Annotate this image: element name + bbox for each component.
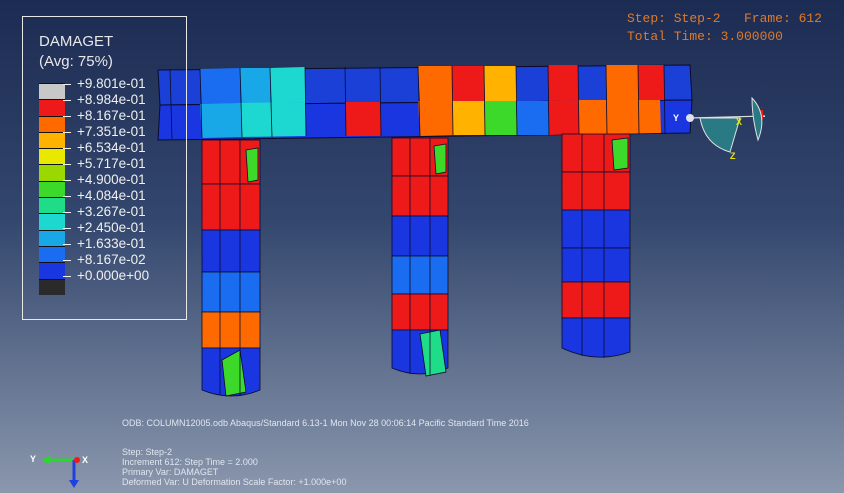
odb-info: ODB: COLUMN12005.odb Abaqus/Standard 6.1… — [122, 418, 529, 428]
step-frame-line: Step: Step-2 Frame: 612 — [626, 11, 822, 26]
legend-swatch — [39, 213, 65, 230]
legend-tick: +9.801e-01 — [63, 77, 146, 91]
beam-patch — [606, 65, 639, 100]
legend-tick: +1.633e-01 — [63, 237, 146, 251]
primary-var-label: Primary Var: DAMAGET — [122, 467, 219, 477]
legend-tick: +5.717e-01 — [63, 157, 146, 171]
beam-patch — [578, 100, 607, 134]
legend-title: DAMAGET — [39, 33, 114, 50]
triad-y-label: Y — [30, 454, 37, 464]
legend-swatch — [39, 278, 65, 295]
legend-swatch — [39, 99, 65, 116]
legend-tick: +2.450e-01 — [63, 221, 146, 235]
beam-patch — [200, 103, 242, 138]
coordinate-triad — [42, 455, 80, 488]
legend-swatch — [39, 83, 65, 100]
legend-swatch — [39, 197, 65, 214]
beam-patch — [345, 102, 381, 136]
legend-swatch — [39, 131, 65, 149]
beam-patch — [548, 65, 579, 101]
beam-patch — [516, 101, 549, 135]
legend-tick: +4.900e-01 — [63, 173, 146, 187]
legend-tick: +8.167e-02 — [63, 253, 146, 267]
legend-tick: +4.084e-01 — [63, 189, 146, 203]
triad-x-label: X — [82, 455, 89, 465]
legend-swatch — [39, 229, 65, 246]
legend-swatch — [39, 262, 65, 279]
legend-swatches — [39, 83, 65, 295]
beam-patch — [418, 101, 453, 136]
beam-patch — [606, 100, 661, 134]
legend-swatch — [39, 115, 65, 132]
legend-tick: +3.267e-01 — [63, 205, 146, 219]
legend-subtitle: (Avg: 75%) — [39, 53, 113, 70]
beam-patch — [452, 66, 485, 101]
beam-patch — [240, 68, 272, 103]
increment-label: Increment 612: Step Time = 2.000 — [122, 457, 258, 467]
step-label: Step: Step-2 — [122, 447, 173, 457]
legend-swatch — [39, 245, 65, 263]
beam-patch — [240, 102, 306, 137]
beam-mesh — [169, 64, 666, 140]
deformed-var-label: Deformed Var: U Deformation Scale Factor… — [122, 477, 347, 487]
contour-legend[interactable]: DAMAGET (Avg: 75%) +9.801e-01 +8.984e-01… — [22, 16, 187, 320]
column-2 — [391, 137, 449, 377]
beam-patch — [418, 66, 453, 102]
total-time-line: Total Time: 3.000000 — [626, 29, 783, 44]
boundary-glyph — [686, 96, 766, 153]
beam-patch — [484, 101, 517, 135]
beam-patch — [548, 100, 579, 135]
column-1 — [201, 139, 261, 397]
legend-tick: +7.351e-01 — [63, 125, 146, 139]
legend-tick: +8.167e-01 — [63, 109, 146, 123]
legend-swatch — [39, 164, 65, 181]
beam-patch — [638, 65, 665, 100]
view-triad-y-label: Y — [673, 113, 680, 123]
beam-patch — [200, 68, 242, 104]
beam-patch — [270, 67, 306, 103]
legend-swatch — [39, 180, 65, 198]
column-3 — [561, 133, 631, 358]
beam-patch — [484, 66, 517, 101]
legend-swatch — [39, 148, 65, 165]
beam-patch — [452, 101, 485, 135]
view-triad-z-label: Z — [730, 151, 736, 161]
legend-tick: +0.000e+00 — [62, 269, 149, 283]
legend-tick: +6.534e-01 — [63, 141, 146, 155]
view-triad-x-label: X — [736, 117, 743, 127]
legend-tick: +8.984e-01 — [63, 93, 146, 107]
